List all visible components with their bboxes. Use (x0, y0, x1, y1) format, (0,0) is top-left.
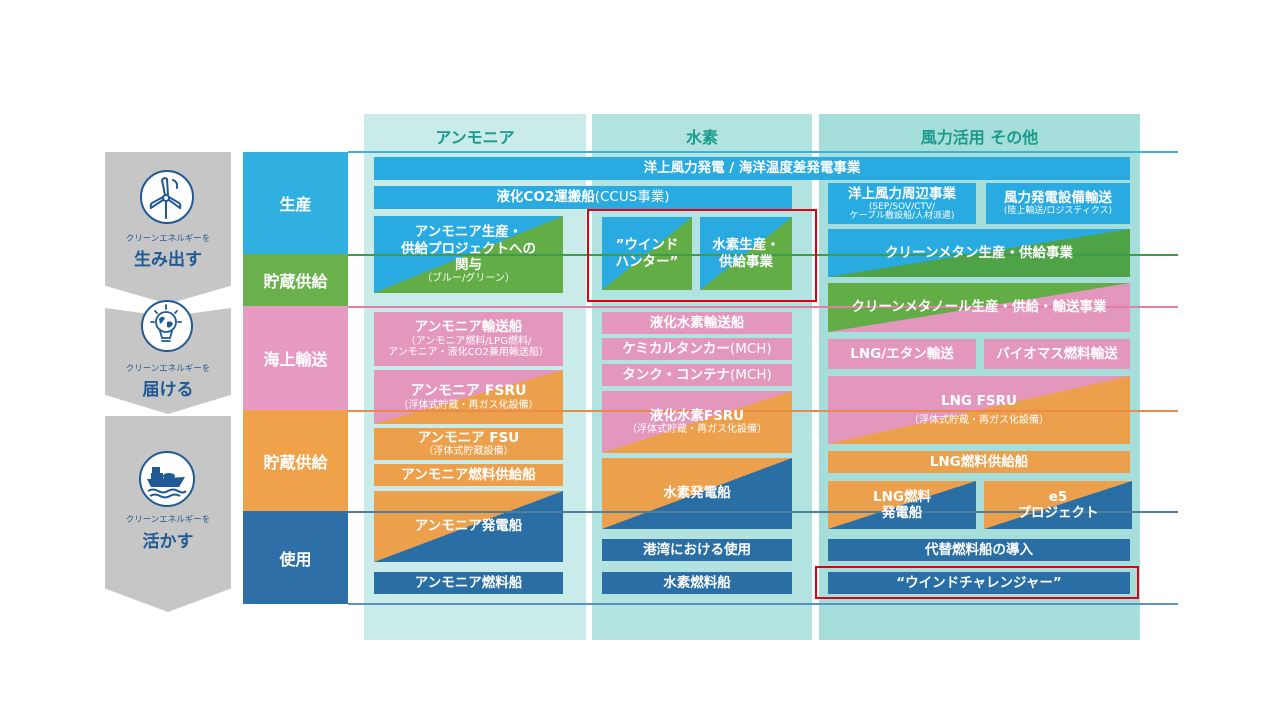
clean-methane-box: クリーンメタン生産・供給事業 (828, 229, 1130, 277)
stage-utilize (105, 416, 231, 612)
category-marine-transport: 海上輸送 (243, 306, 348, 410)
clean-methanol-box: クリーンメタノール生産・供給・輸送事業 (828, 283, 1130, 332)
category-storage-supply-1: 貯蔵供給 (243, 254, 348, 306)
lh2-fsru-box: 液化水素FSRU（浮体式貯蔵・再ガス化設備） (602, 391, 792, 453)
equipment-transport-box: 風力発電設備輸送 (陸上輸送/ロジスティクス) (986, 183, 1130, 224)
ship-icon (139, 451, 195, 507)
alt-fuel-ship-box: 代替燃料船の導入 (828, 539, 1130, 561)
stage-deliver-caption: クリーンエネルギーを (125, 364, 211, 374)
ammonia-fueled-ship-box: アンモニア燃料船 (374, 572, 563, 594)
stage-create-title: 生み出す (134, 250, 202, 270)
stage-create-caption: クリーンエネルギーを (125, 234, 211, 244)
offshore-wind-bar: 洋上風力発電 / 海洋温度差発電事業 (374, 157, 1130, 180)
divider-line-marine (348, 306, 1178, 308)
globe-lightbulb-icon (141, 300, 193, 352)
ammonia-carrier-box: アンモニア輸送船 （アンモニア燃料/LPG燃料/ アンモニア・液化CO2兼用輸送… (374, 312, 563, 366)
divider-line-bottom (348, 603, 1178, 605)
stage-utilize-title: 活かす (142, 532, 194, 552)
divider-line-storage-2 (348, 410, 1178, 412)
ammonia-fsru-box: アンモニア FSRU（浮体式貯蔵・再ガス化設備） (374, 370, 563, 424)
stage-deliver-title: 届ける (142, 380, 194, 400)
ammonia-bunkering-box: アンモニア燃料供給船 (374, 464, 563, 486)
category-storage-supply-2: 貯蔵供給 (243, 410, 348, 511)
co2-carrier-bar: 液化CO2運搬船(CCUS事業) (374, 186, 792, 209)
highlight-frame-wind-hunter (587, 209, 817, 302)
ammonia-production-box: アンモニア生産・ 供給プロジェクトへの 関与 （ブルー/グリーン） (374, 216, 563, 293)
ammonia-power-ship-box: アンモニア発電船 (374, 491, 563, 562)
stage-utilize-caption: クリーンエネルギーを (125, 515, 211, 525)
column-header-hydrogen: 水素 (685, 128, 718, 147)
hydrogen-production-box: 水素生産・供給事業 (700, 217, 792, 290)
divider-line-usage (348, 511, 1178, 513)
ammonia-fsu-box: アンモニア FSU（浮体式貯蔵設備） (374, 428, 563, 460)
highlight-frame-wind-challenger (815, 566, 1139, 599)
offshore-related-box: 洋上風力周辺事業 (SEP/SOV/CTV/ ケーブル敷設船/人材派遣) (828, 183, 976, 224)
chemical-tanker-box: ケミカルタンカー(MCH) (602, 338, 792, 360)
lng-bunkering-box: LNG燃料供給船 (828, 451, 1130, 473)
biomass-box: バイオマス燃料輸送 (984, 339, 1130, 369)
column-header-ammonia: アンモニア (435, 128, 515, 147)
hydrogen-power-ship-box: 水素発電船 (602, 458, 792, 529)
category-production: 生産 (243, 152, 348, 254)
lng-ethane-box: LNG/エタン輸送 (828, 339, 976, 369)
divider-line-storage-1 (348, 254, 1178, 256)
wind-challenger-box: “ウインドチャレンジャー” (828, 572, 1130, 594)
tank-container-box: タンク・コンテナ(MCH) (602, 364, 792, 386)
category-usage: 使用 (243, 511, 348, 604)
divider-line-production-top (348, 151, 1178, 153)
hydrogen-fueled-ship-box: 水素燃料船 (602, 572, 792, 594)
port-use-box: 港湾における使用 (602, 539, 792, 561)
wind-turbine-icon (140, 170, 194, 224)
lng-power-ship-box: LNG燃料発電船 (828, 481, 976, 529)
lh2-carrier-box: 液化水素輸送船 (602, 312, 792, 334)
column-header-wind-other: 風力活用 その他 (920, 128, 1039, 147)
wind-hunter-box: ”ウインドハンター” (602, 217, 692, 290)
